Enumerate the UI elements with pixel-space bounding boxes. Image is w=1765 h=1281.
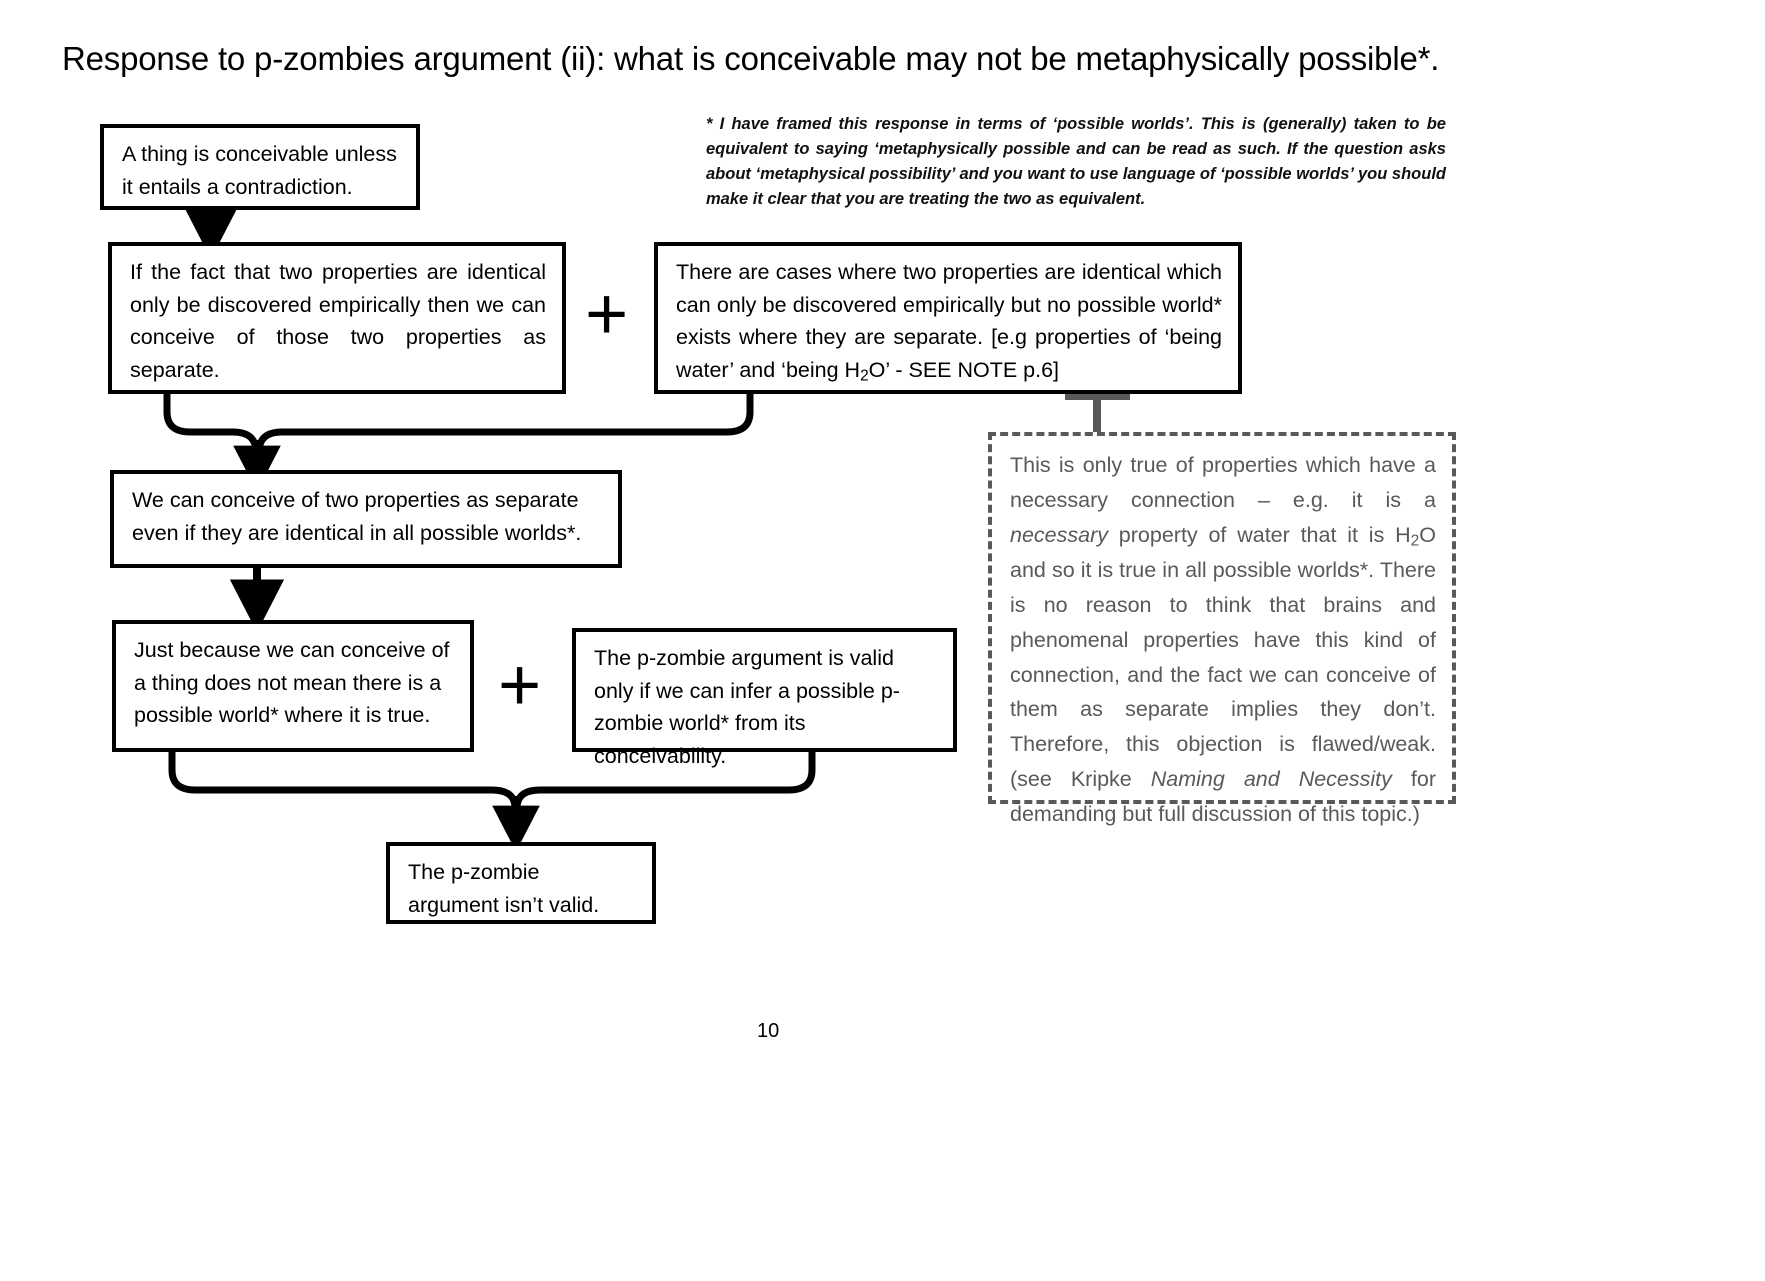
box-final-conclusion[interactable]: The p-zombie argument isn’t valid. (386, 842, 656, 924)
footnote-possible-worlds: * I have framed this response in terms o… (706, 115, 1446, 209)
box-critique-necessary-connection[interactable]: This is only true of properties which ha… (988, 432, 1456, 826)
critique-text-part2: property of water that it is H (1108, 522, 1411, 547)
box-premise-cases-text-1: There are cases where two properties are… (676, 260, 1222, 383)
box-premise-identical[interactable]: If the fact that two properties are iden… (108, 242, 566, 394)
box-conclusion-conceive[interactable]: We can conceive of two properties as sep… (110, 470, 622, 568)
box-premise-identical-text: If the fact that two properties are iden… (130, 260, 546, 383)
critique-text-part1: This is only true of properties which ha… (1010, 453, 1436, 512)
page-title: Response to p-zombies argument (ii): wha… (62, 40, 1440, 77)
plus-operator-bottom: + (498, 643, 542, 726)
critique-emphasis-naming-necessity: Naming and Necessity (1150, 767, 1392, 792)
box-premise-cases-text-2: O’ - SEE NOTE p.6] (868, 358, 1060, 383)
page-number: 10 (757, 1020, 780, 1042)
critique-emphasis-necessary: necessary (1010, 522, 1108, 547)
critique-text-part3: O and so it is true in all possible worl… (1010, 522, 1436, 792)
plus-operator-top: + (585, 272, 629, 355)
box-final-conclusion-text: The p-zombie argument isn’t valid. (408, 860, 600, 917)
box-premise-valid-only-text: The p-zombie argument is valid only if w… (594, 646, 900, 769)
critique-subscript-two: 2 (1410, 532, 1420, 550)
box-premise-just-because-text: Just because we can conceive of a thing … (134, 638, 450, 728)
subscript-two: 2 (860, 367, 869, 385)
box-premise-conceivable-text: A thing is conceivable unless it entails… (122, 142, 397, 199)
critique-text-part4: for demanding but full discussion of thi… (1010, 767, 1436, 826)
box-premise-cases[interactable]: There are cases where two properties are… (654, 242, 1242, 394)
box-premise-valid-only[interactable]: The p-zombie argument is valid only if w… (572, 628, 957, 768)
box-conclusion-conceive-text: We can conceive of two properties as sep… (132, 488, 582, 545)
box-premise-conceivable[interactable]: A thing is conceivable unless it entails… (100, 124, 420, 210)
box-premise-just-because[interactable]: Just because we can conceive of a thing … (112, 620, 474, 752)
